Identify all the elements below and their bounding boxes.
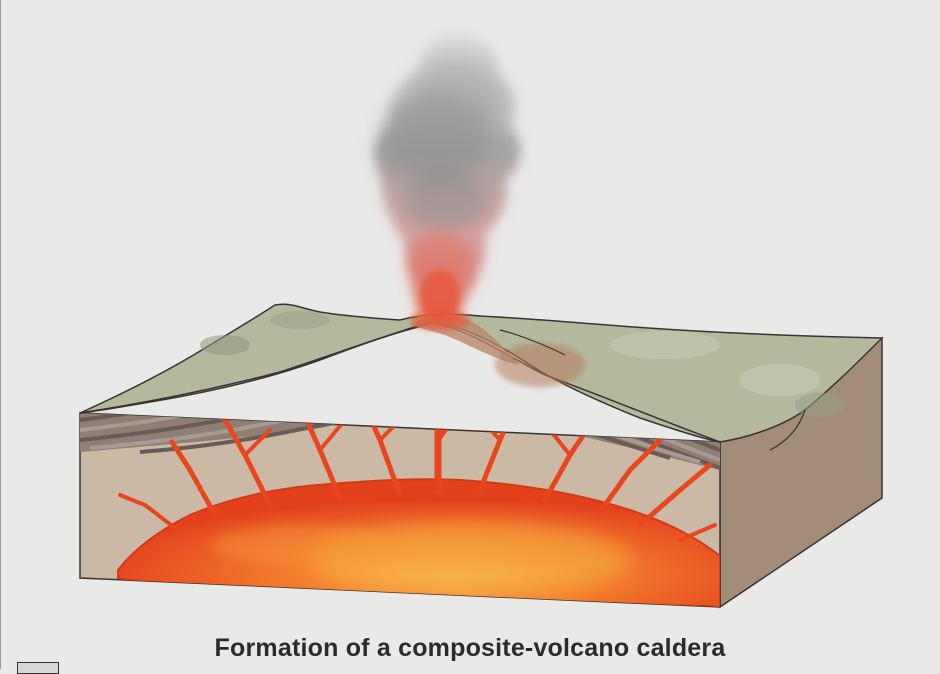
diagram-caption: Formation of a composite-volcano caldera xyxy=(214,634,726,662)
eruption-plume xyxy=(374,34,521,322)
corner-mark xyxy=(17,662,59,674)
surface-relief xyxy=(200,311,845,417)
frame-left-rule xyxy=(0,0,1,669)
